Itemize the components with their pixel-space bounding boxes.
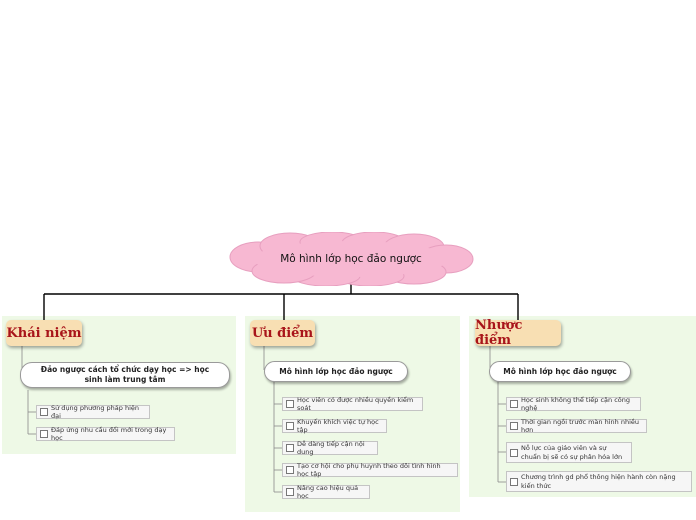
root-cloud-shape xyxy=(229,232,474,286)
branch-title-khai-niem[interactable]: Khái niệm xyxy=(6,320,82,346)
root-title[interactable]: Mô hình lớp học đảo ngược xyxy=(280,253,422,265)
leaf-item[interactable]: Chương trình gd phổ thông hiện hành còn … xyxy=(506,471,692,492)
checkbox-icon xyxy=(40,430,48,438)
checkbox-icon xyxy=(286,466,294,474)
sub-topic-nhuoc-diem[interactable]: Mô hình lớp học đảo ngược xyxy=(489,361,631,382)
leaf-item[interactable]: Học viên có được nhiều quyền kiểm soát xyxy=(282,396,423,412)
leaf-item[interactable]: Sử dụng phương pháp hiện đại xyxy=(36,404,150,420)
leaf-item[interactable]: Nỗ lực của giáo viên và sự chuẩn bị sẽ c… xyxy=(506,442,632,463)
checkbox-icon xyxy=(286,444,294,452)
branch-title-uu-diem[interactable]: Ưu điểm xyxy=(250,320,315,346)
leaf-item[interactable]: Nâng cao hiệu quả học xyxy=(282,484,370,500)
checkbox-icon xyxy=(286,400,294,408)
checkbox-icon xyxy=(510,422,518,430)
leaf-item[interactable]: Học sinh không thể tiếp cận công nghệ xyxy=(506,396,641,412)
checkbox-icon xyxy=(286,488,294,496)
leaf-item[interactable]: Tạo cơ hội cho phụ huynh theo dõi tình h… xyxy=(282,462,458,478)
checkbox-icon xyxy=(510,448,518,457)
leaf-item[interactable]: Đáp ứng nhu cầu đổi mới trong dạy học xyxy=(36,426,175,442)
panel-uu-diem xyxy=(245,316,460,512)
leaf-item[interactable]: Dễ dàng tiếp cận nội dung xyxy=(282,440,378,456)
checkbox-icon xyxy=(510,400,518,408)
checkbox-icon xyxy=(286,422,294,430)
leaf-item[interactable]: Thời gian ngồi trước màn hình nhiều hơn xyxy=(506,418,647,434)
checkbox-icon xyxy=(40,408,48,416)
branch-title-nhuoc-diem[interactable]: Nhược điểm xyxy=(475,318,561,348)
leaf-item[interactable]: Khuyến khích việc tự học tập xyxy=(282,418,387,434)
sub-topic-uu-diem[interactable]: Mô hình lớp học đảo ngược xyxy=(264,361,408,382)
sub-topic-khai-niem[interactable]: Đảo ngược cách tổ chức dạy học => học si… xyxy=(20,362,230,388)
checkbox-icon xyxy=(510,477,518,486)
